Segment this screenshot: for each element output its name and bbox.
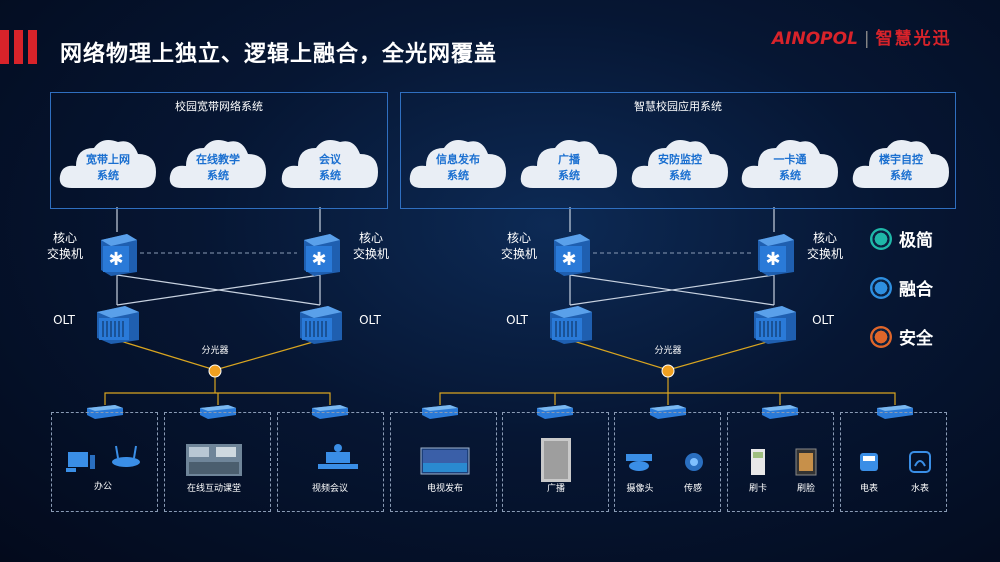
cloud-label: 系统 (319, 169, 341, 182)
electric-meter-icon (860, 453, 878, 471)
olt-icon (548, 304, 594, 348)
device-label: 水表 (910, 484, 929, 494)
device-label: 广播 (546, 484, 565, 494)
cloud-label: 系统 (779, 169, 801, 182)
splitter-label: 分光器 (201, 346, 229, 356)
device-label: 电表 (859, 484, 878, 494)
feature-security-icon (870, 325, 892, 348)
water-meter-icon (909, 451, 931, 473)
core-label-right-1: 核心交换机 (500, 231, 537, 261)
left-panel: 校园宽带网络系统 (50, 92, 388, 209)
device-group-meter (840, 412, 947, 512)
cloud-left-0: 宽带上网系统 (58, 134, 158, 190)
cloud-label: 系统 (447, 169, 469, 182)
device-label: 刷卡 (748, 484, 767, 494)
cloud-label: 系统 (207, 169, 229, 182)
brand-logo: AINOPOL|智慧光迅 (772, 29, 952, 49)
olt-icon (298, 304, 344, 348)
cloud-right-1: 广播系统 (519, 134, 619, 190)
device-label: 摄像头 (626, 484, 654, 494)
core-label-left-1: 核心交换机 (46, 231, 83, 261)
camera-icon (626, 454, 652, 471)
device-group-tv (390, 412, 497, 512)
cloud-right-4: 楼宇自控系统 (851, 134, 951, 190)
brand-name: AINOPOL (772, 29, 858, 49)
cloud-label: 广播 (558, 153, 580, 166)
title-bars (0, 30, 44, 64)
face-scanner-icon (795, 448, 817, 476)
tv-icon (420, 447, 470, 475)
cloud-label: 会议 (319, 153, 341, 166)
core-switch-icon: ✱ (550, 232, 592, 280)
olt-label: OLT (812, 313, 834, 327)
core-label-left-2: 核心交换机 (352, 231, 389, 261)
cloud-left-1: 在线教学系统 (168, 134, 268, 190)
cloud-label: 系统 (890, 169, 912, 182)
olt-icon (752, 304, 798, 348)
device-group-card (727, 412, 834, 512)
core-switch-icon: ✱ (97, 232, 139, 280)
feature-simple-icon (870, 227, 892, 250)
svg-text:✱: ✱ (311, 249, 326, 270)
page-title: 网络物理上独立、逻辑上融合，全光网覆盖 (60, 42, 498, 67)
cloud-label: 一卡通 (773, 153, 807, 166)
device-group-broadcast (502, 412, 609, 512)
svg-text:✱: ✱ (765, 249, 780, 270)
left-panel-title: 校园宽带网络系统 (175, 100, 263, 113)
device-label: 视频会议 (311, 484, 348, 494)
cloud-label: 系统 (558, 169, 580, 182)
router-icon (112, 445, 140, 467)
device-group-office (51, 412, 158, 512)
olt-label: OLT (53, 313, 75, 327)
cloud-label: 在线教学 (196, 153, 240, 166)
splitter-label: 分光器 (654, 346, 682, 356)
right-panel: 智慧校园应用系统 (400, 92, 956, 209)
device-group-classroom (164, 412, 271, 512)
cloud-label: 系统 (669, 169, 691, 182)
core-switch-icon: ✱ (300, 232, 342, 280)
cloud-right-0: 信息发布系统 (408, 134, 508, 190)
cloud-left-2: 会议系统 (280, 134, 380, 190)
core-label-right-2: 核心交换机 (806, 231, 843, 261)
olt-label: OLT (359, 313, 381, 327)
core-switch-icon: ✱ (754, 232, 796, 280)
device-group-security (614, 412, 721, 512)
right-panel-title: 智慧校园应用系统 (634, 100, 722, 113)
cloud-label: 楼宇自控 (879, 153, 923, 166)
sensor-icon (685, 453, 703, 471)
svg-text:✱: ✱ (108, 249, 123, 270)
cloud-right-3: 一卡通系统 (740, 134, 840, 190)
cloud-right-2: 安防监控系统 (630, 134, 730, 190)
speaker-icon (541, 438, 571, 482)
feature-simple: 极简 (870, 226, 933, 251)
device-label: 办公 (93, 482, 112, 492)
device-group-video-conf (277, 412, 384, 512)
cloud-label: 安防监控 (658, 153, 702, 166)
video-conference-icon (318, 444, 358, 469)
classroom-photo-icon (186, 444, 242, 476)
device-label: 传感 (683, 484, 702, 494)
svg-text:✱: ✱ (561, 249, 576, 270)
brand-cn: 智慧光迅 (875, 29, 952, 49)
card-reader-icon (751, 449, 765, 475)
feature-fusion: 融合 (870, 275, 933, 300)
olt-icon (95, 304, 141, 348)
cloud-label: 宽带上网 (86, 153, 130, 166)
feature-security: 安全 (870, 324, 933, 349)
olt-label: OLT (506, 313, 528, 327)
device-label: 电视发布 (426, 484, 463, 494)
feature-fusion-icon (870, 276, 892, 299)
device-label: 在线互动课堂 (186, 484, 241, 494)
cloud-label: 系统 (97, 169, 119, 182)
pc-icon (66, 452, 95, 472)
device-label: 刷脸 (796, 484, 815, 494)
cloud-label: 信息发布 (436, 153, 480, 166)
